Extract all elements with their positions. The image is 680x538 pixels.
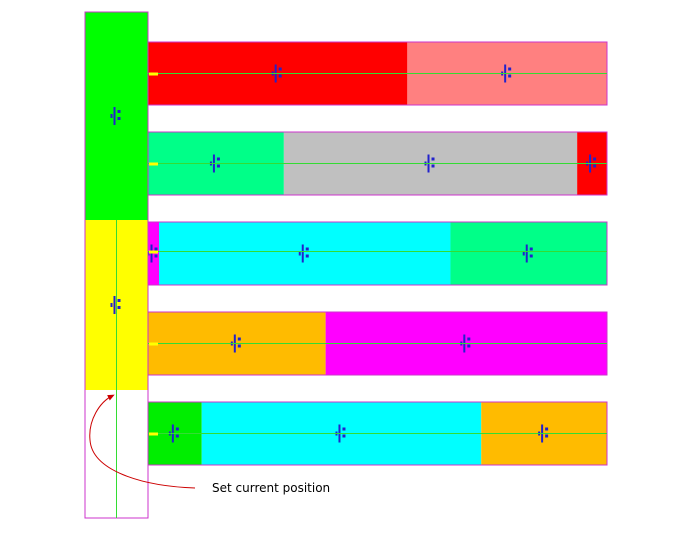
position-marker	[149, 72, 158, 76]
bar-row-1	[147, 41, 608, 106]
bar-row-5	[147, 401, 608, 466]
bar-segment	[450, 222, 607, 285]
position-marker	[149, 432, 158, 436]
bar-row-3	[147, 221, 608, 286]
left-block-glyph-2	[110, 296, 121, 314]
position-marker	[149, 342, 158, 346]
rows-group	[147, 41, 608, 466]
left-column	[84, 11, 149, 519]
bar-row-border	[147, 221, 608, 286]
bar-row-4	[147, 311, 608, 376]
position-marker	[149, 250, 158, 254]
annotation-arrow	[89, 394, 196, 489]
position-marker	[149, 162, 158, 166]
set-position-label: Set current position	[212, 481, 330, 495]
bar-row-2	[147, 131, 608, 196]
bar-segment	[159, 222, 451, 285]
left-block-1	[85, 12, 148, 220]
segment-glyph	[522, 244, 533, 263]
annotation-group: Set current position	[89, 394, 330, 495]
left-block-glyph-1	[110, 107, 121, 125]
segment-glyph	[298, 244, 309, 263]
